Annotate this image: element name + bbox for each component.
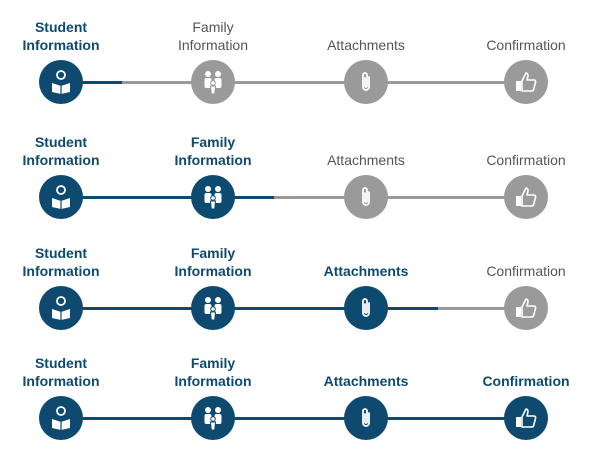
step-circle[interactable] <box>39 396 83 440</box>
step-circle[interactable] <box>39 286 83 330</box>
connector-progress <box>61 81 122 84</box>
step-label: Attachments <box>323 373 409 389</box>
step-label: Confirmation <box>486 37 566 53</box>
thumbs-up-icon <box>513 295 539 321</box>
step-label: Student Information <box>22 355 100 389</box>
step-circle[interactable] <box>191 60 235 104</box>
connector-progress <box>61 307 438 310</box>
step-label: Attachments <box>327 37 405 53</box>
step-label: Family Information <box>174 245 252 279</box>
step-label: Student Information <box>22 19 100 53</box>
step-label: Student Information <box>22 134 100 168</box>
step-circle[interactable] <box>39 175 83 219</box>
family-icon <box>200 405 226 431</box>
paperclip-icon <box>353 295 379 321</box>
step-circle[interactable] <box>344 60 388 104</box>
thumbs-up-icon <box>513 69 539 95</box>
step-label: Confirmation <box>482 373 570 389</box>
step-circle[interactable] <box>191 175 235 219</box>
thumbs-up-icon <box>513 184 539 210</box>
student-reading-icon <box>48 69 74 95</box>
connector-track <box>61 81 526 84</box>
step-circle[interactable] <box>344 175 388 219</box>
step-label: Family Information <box>177 19 249 53</box>
step-circle[interactable] <box>504 175 548 219</box>
step-label: Attachments <box>327 152 405 168</box>
step-circle[interactable] <box>504 286 548 330</box>
paperclip-icon <box>353 184 379 210</box>
connector-track <box>61 196 526 199</box>
family-icon <box>200 69 226 95</box>
step-label: Family Information <box>174 355 252 389</box>
step-label: Family Information <box>174 134 252 168</box>
family-icon <box>200 184 226 210</box>
thumbs-up-icon <box>513 405 539 431</box>
step-circle[interactable] <box>39 60 83 104</box>
step-label: Confirmation <box>486 263 566 279</box>
paperclip-icon <box>353 405 379 431</box>
step-label: Attachments <box>323 263 409 279</box>
connector-progress <box>61 196 275 199</box>
step-circle[interactable] <box>344 396 388 440</box>
step-circle[interactable] <box>191 396 235 440</box>
step-circle[interactable] <box>344 286 388 330</box>
step-label: Student Information <box>22 245 100 279</box>
connector-progress <box>61 417 526 420</box>
step-label: Confirmation <box>486 152 566 168</box>
student-reading-icon <box>48 295 74 321</box>
step-circle[interactable] <box>504 396 548 440</box>
student-reading-icon <box>48 405 74 431</box>
student-reading-icon <box>48 184 74 210</box>
step-circle[interactable] <box>191 286 235 330</box>
step-circle[interactable] <box>504 60 548 104</box>
paperclip-icon <box>353 69 379 95</box>
family-icon <box>200 295 226 321</box>
